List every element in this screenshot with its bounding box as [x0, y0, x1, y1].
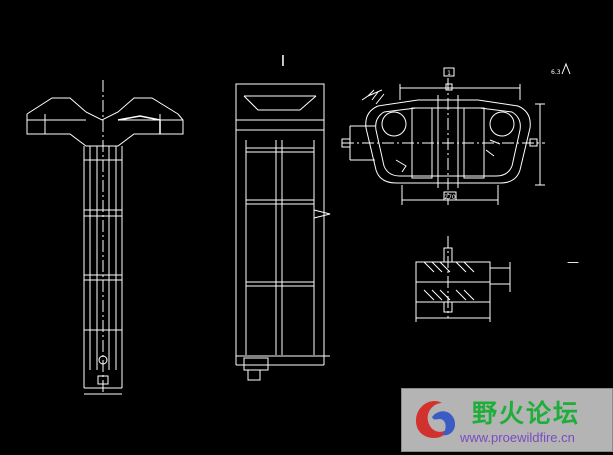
roughness-label: 6.3 [551, 69, 561, 76]
watermark-url[interactable]: www.proewildfire.cn [460, 430, 575, 445]
section-mark-label: I [281, 52, 285, 70]
roughness-symbol-icon [561, 62, 571, 75]
top-box-label: 1 [447, 70, 451, 77]
bottom-dimension-label: 270 [444, 194, 456, 201]
plan-view-link-plate [341, 67, 545, 205]
flame-logo-icon [416, 401, 456, 439]
watermark-title: 野火论坛 [472, 399, 581, 428]
front-view-t-part [26, 80, 184, 395]
dash-mark: — [567, 255, 579, 269]
section-view-block [415, 236, 511, 322]
annotations: I 1 6.3 270 — [281, 52, 579, 269]
forum-watermark: 野火论坛 www.proewildfire.cn [401, 388, 613, 452]
side-view-long-part [235, 83, 331, 381]
